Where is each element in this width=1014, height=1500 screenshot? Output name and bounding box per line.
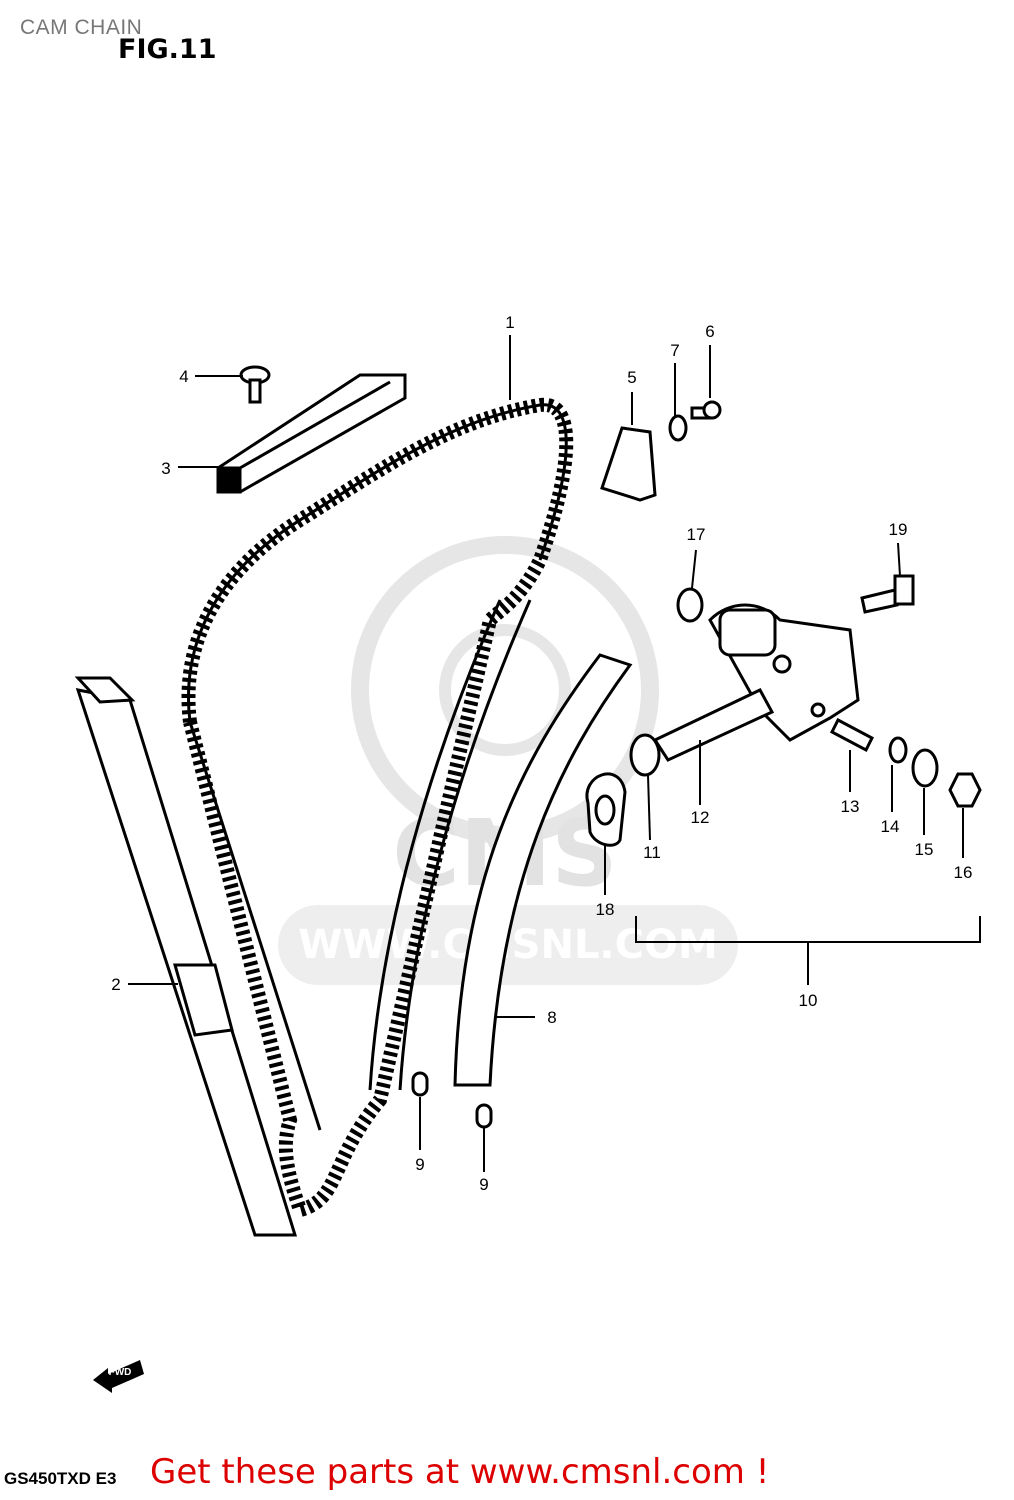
footer-cta-link[interactable]: Get these parts at www.cmsnl.com ! [150,1452,770,1492]
callout-10: 10 [799,991,818,1010]
part-9-dowel [411,1071,493,1129]
callout-2: 2 [111,975,120,994]
part-7-washer [668,414,688,442]
part-8-chain-guide [453,653,633,1087]
fwd-label: FWD [109,1367,132,1378]
part-17-washer [676,587,704,623]
callout-8: 8 [547,1008,556,1027]
part-14-o-ring [888,736,908,764]
callout-15: 15 [915,840,934,859]
callout-9a: 9 [415,1155,424,1174]
part-16-nut [948,772,982,808]
part-10-tensioner-assy [708,603,860,742]
part-2-chain-guide [74,676,322,1237]
part-12-push-rod [652,688,775,762]
callout-17: 17 [687,525,706,544]
callout-5: 5 [627,368,636,387]
callout-16: 16 [954,863,973,882]
fwd-arrow-icon: FWD [93,1360,144,1393]
chain-cushion [368,599,532,1091]
part-11-plunger [629,733,661,777]
part-6-bolt [690,400,722,420]
part-1-cam-chain [181,397,574,1219]
model-code: GS450TXD E3 [4,1469,116,1488]
part-5-pad [600,426,657,502]
callout-numbers: 1 2 3 4 5 6 7 8 9 9 10 11 12 13 14 15 16… [111,313,972,1194]
part-19-bolt [860,574,915,614]
callout-11: 11 [643,843,661,862]
part-3-guide-plate [216,373,407,494]
callout-14: 14 [881,817,900,836]
part-4-screw [239,365,271,404]
callout-4: 4 [179,367,188,386]
figure-label: FIG.11 [118,34,216,65]
part-18-gasket [585,772,627,847]
callout-3: 3 [161,459,170,478]
callout-9b: 9 [479,1175,488,1194]
callout-13: 13 [841,797,860,816]
callout-18: 18 [596,900,615,919]
part-13-spring [830,717,874,753]
part-15-washer [911,748,939,788]
callout-12: 12 [691,808,710,827]
callout-7: 7 [670,341,679,360]
page-title: CAM CHAIN [20,16,143,39]
callout-6: 6 [705,322,714,341]
callout-19: 19 [889,520,908,539]
callout-1: 1 [505,313,514,332]
leader-lines [128,335,981,1172]
